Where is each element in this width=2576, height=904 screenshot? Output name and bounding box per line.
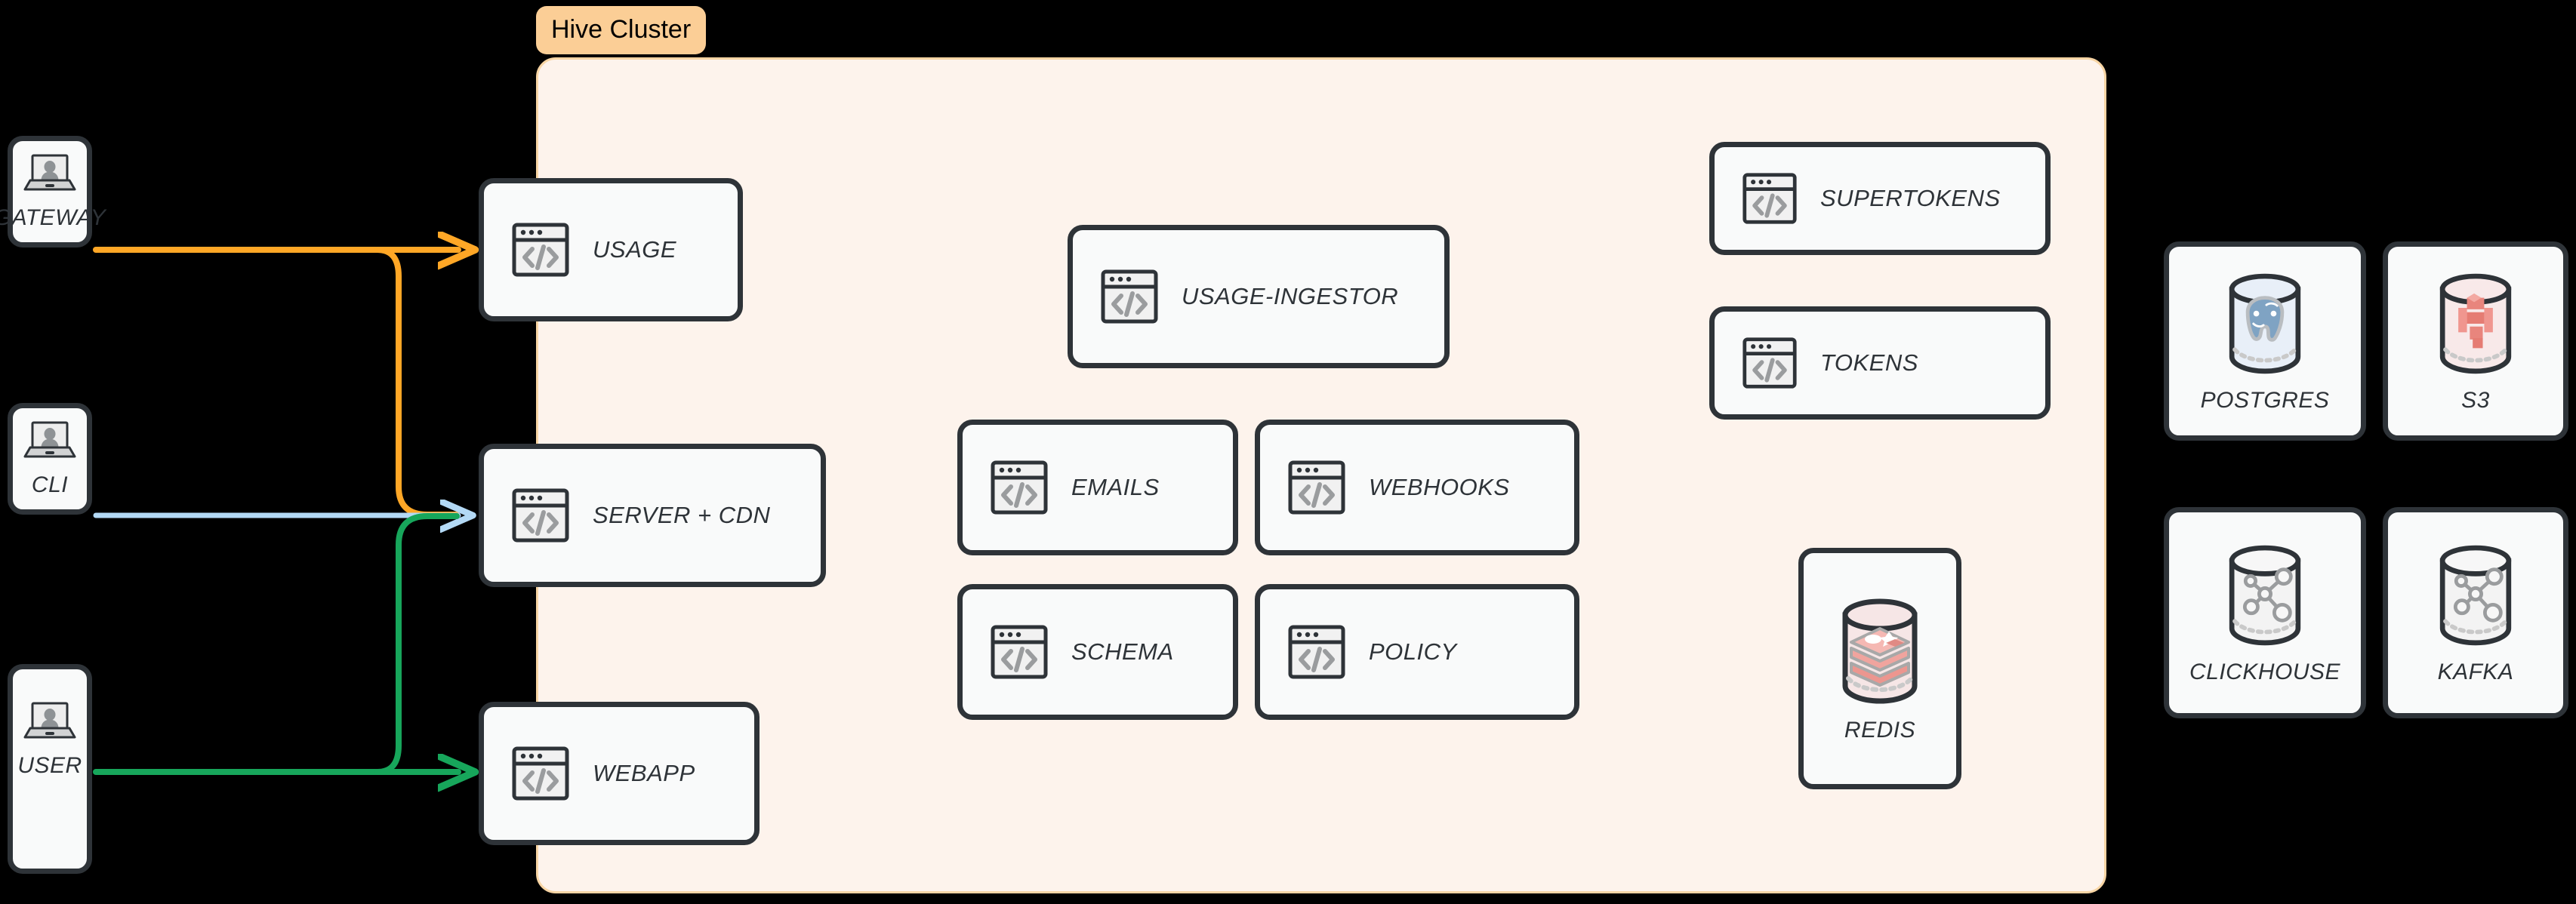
- code-window-icon: [1287, 458, 1346, 517]
- service-node-usage[interactable]: USAGE: [479, 178, 743, 321]
- service-label: SERVER + CDN: [593, 502, 771, 528]
- service-label: USAGE-INGESTOR: [1182, 283, 1399, 309]
- service-node-policy[interactable]: POLICY: [1255, 584, 1579, 720]
- code-window-icon: [511, 486, 570, 545]
- service-node-emails[interactable]: EMAILS: [957, 420, 1238, 555]
- service-label: SCHEMA: [1071, 638, 1174, 665]
- wire-gateway: [93, 250, 458, 518]
- code-window-icon: [1742, 335, 1798, 391]
- hive-cluster-label: Hive Cluster: [536, 6, 707, 54]
- store-label: REDIS: [1844, 718, 1916, 743]
- store-label: CLICKHOUSE: [2189, 660, 2341, 684]
- service-label: WEBAPP: [593, 760, 695, 786]
- code-window-icon: [1100, 267, 1159, 326]
- postgres-cylinder-icon: [2219, 269, 2311, 377]
- code-window-icon: [990, 458, 1049, 517]
- service-node-usage-ingestor[interactable]: USAGE-INGESTOR: [1068, 225, 1450, 368]
- service-node-schema[interactable]: SCHEMA: [957, 584, 1238, 720]
- client-node-gateway[interactable]: GATEWAY: [0, 136, 106, 248]
- code-window-icon: [990, 623, 1049, 681]
- client-node-cli[interactable]: CLI: [8, 403, 92, 515]
- service-node-supertokens[interactable]: SUPERTOKENS: [1709, 142, 2051, 255]
- service-label: SUPERTOKENS: [1820, 185, 2001, 211]
- service-label: POLICY: [1369, 638, 1457, 665]
- client-label: GATEWAY: [0, 205, 106, 230]
- service-label: EMAILS: [1071, 474, 1160, 500]
- store-node-redis[interactable]: REDIS: [1798, 548, 1961, 789]
- laptop-user-icon: [23, 420, 76, 462]
- code-window-icon: [511, 744, 570, 803]
- store-label: KAFKA: [2437, 660, 2514, 684]
- service-node-tokens[interactable]: TOKENS: [1709, 306, 2051, 420]
- client-node-user[interactable]: USER: [8, 664, 92, 874]
- store-node-postgres[interactable]: POSTGRES: [2164, 241, 2366, 441]
- store-node-kafka[interactable]: KAFKA: [2383, 507, 2568, 718]
- code-window-icon: [1287, 623, 1346, 681]
- service-label: WEBHOOKS: [1369, 474, 1510, 500]
- code-window-icon: [511, 220, 570, 279]
- store-node-s3[interactable]: S3: [2383, 241, 2568, 441]
- laptop-user-icon: [23, 152, 76, 195]
- store-label: POSTGRES: [2200, 388, 2330, 413]
- client-label: USER: [17, 753, 82, 778]
- service-node-server-cdn[interactable]: SERVER + CDN: [479, 444, 826, 587]
- service-label: TOKENS: [1820, 349, 1918, 376]
- store-node-clickhouse[interactable]: CLICKHOUSE: [2164, 507, 2366, 718]
- store-label: S3: [2461, 388, 2490, 413]
- s3-cylinder-icon: [2430, 269, 2522, 377]
- wire-user: [93, 513, 458, 772]
- service-node-webhooks[interactable]: WEBHOOKS: [1255, 420, 1579, 555]
- graph-cylinder-icon: [2219, 540, 2311, 649]
- redis-cylinder-icon: [1832, 594, 1928, 707]
- client-label: CLI: [31, 472, 69, 497]
- laptop-user-icon: [23, 700, 76, 743]
- service-node-webapp[interactable]: WEBAPP: [479, 702, 760, 845]
- graph-cylinder-icon: [2430, 540, 2522, 649]
- service-label: USAGE: [593, 236, 677, 263]
- code-window-icon: [1742, 171, 1798, 226]
